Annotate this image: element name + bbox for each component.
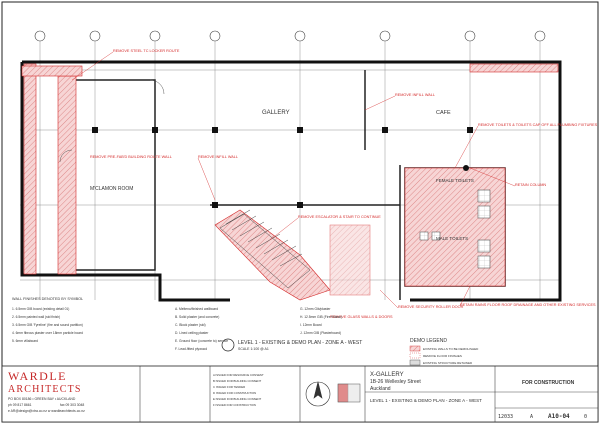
revision-item: F ISSUED FOR CONSTRUCTION <box>213 403 256 407</box>
wall-legend-item: I. 12mm Board <box>300 323 322 327</box>
demo-legend-item: EXISTING STRUCTURE RETAINED <box>423 361 473 365</box>
room-label-male-toilets: MALE TOILETS <box>436 236 468 241</box>
sheet-info: FOR CONSTRUCTION 12033 A A10-04 0 <box>498 380 587 420</box>
demolition-notes: REMOVE STEEL TC LOCKER ROUTE REMOVE INFI… <box>90 49 598 319</box>
wall-legend-item: J. 12mm GIB (Plasterboard) <box>300 331 341 335</box>
firm-logo: WARDLE ARCHITECTS <box>8 369 82 395</box>
room-labels: GALLERY CAFE M'CLAMON ROOM FEMALE TOILET… <box>90 110 474 241</box>
note-remove-locker-route: REMOVE STEEL TC LOCKER ROUTE <box>113 49 180 53</box>
firm-address: PO BOX 80186 • GREEN BAY • AUCKLAND <box>8 397 76 401</box>
revision-item: A ISSUED FOR RESOURCE CONSENT <box>213 373 264 377</box>
north-arrow-icon <box>305 381 331 407</box>
revision-item: D ISSUED FOR CONSTRUCTION <box>213 391 256 395</box>
wall-legend-item: E. Ground floor (concrete to) service <box>175 339 228 343</box>
wall-legend-item: B. Solid plaster (and concrete) <box>175 315 219 319</box>
demo-legend-item: REMOVE FLOOR FINISHES <box>423 354 462 358</box>
wall-legend: WALL FINISHES DENOTED BY SYMBOL 1. 6.5mm… <box>12 297 342 351</box>
wall-legend-item: 4. 6mm fibrous plaster over 18mm particl… <box>12 331 83 335</box>
wall-legend-item: H. 12.5mm GIB (Fire+Noise) <box>300 315 342 319</box>
room-label-female-toilets: FEMALE TOILETS <box>436 178 474 183</box>
wall-legend-item: D. Lined ceiling plaster <box>175 331 209 335</box>
revision-item: C ISSUED FOR TENDER <box>213 385 245 389</box>
note-remove-glass-walls: REMOVE GLASS WALLS & DOORS <box>330 315 393 319</box>
note-leaders <box>71 51 516 309</box>
project-city: Auckland <box>370 386 391 392</box>
room-label-cafe: CAFE <box>436 110 451 116</box>
project-name: X-GALLERY <box>370 372 404 378</box>
sheet-number: A10-04 <box>548 413 570 420</box>
room-label-mclamon: M'CLAMON ROOM <box>90 186 133 192</box>
firm-contact: PO BOX 80186 • GREEN BAY • AUCKLAND ph 0… <box>8 397 85 413</box>
revision-item: E ISSUED FOR BUILDING CONSENT <box>213 397 261 401</box>
level-label: LEVEL 1 - EXISTING & DEMO PLAN - ZONE A … <box>221 338 362 352</box>
sheet-size: A <box>530 414 533 420</box>
toilet-cubicles <box>419 189 491 269</box>
level-title: LEVEL 1 - EXISTING & DEMO PLAN - ZONE A … <box>238 340 362 346</box>
note-retain-column: RETAIN COLUMN <box>515 183 546 187</box>
note-remove-infill-wall-1: REMOVE INFILL WALL <box>395 93 435 97</box>
firm-name-bottom: ARCHITECTS <box>8 384 82 395</box>
note-remove-infill-wall-2: REMOVE INFILL WALL <box>198 155 238 159</box>
firm-name-top: WARDLE <box>8 369 67 383</box>
wall-legend-item: 2. 6.5mm painted wall (std finish) <box>12 315 60 319</box>
note-remove-toilets: REMOVE TOILETS & TOILETS CAP OFF ALL PLU… <box>478 123 598 127</box>
columns <box>92 127 473 208</box>
revision-schedule: A ISSUED FOR RESOURCE CONSENT B ISSUED F… <box>213 373 264 407</box>
wall-legend-heading: WALL FINISHES DENOTED BY SYMBOL <box>12 297 83 301</box>
wall-legend-item: G. 12mm Gib/plaster <box>300 307 331 311</box>
door-swings <box>59 79 165 163</box>
revision-number: 0 <box>584 414 587 420</box>
note-retain-drainage: RETAIN RAINS FLOOR ROOF DRAINAGE AND OTH… <box>460 303 596 307</box>
drawing-title: LEVEL 1 - EXISTING & DEMO PLAN - ZONE A … <box>370 398 482 403</box>
note-remove-escalator: REMOVE ESCALATOR & STAIR TO CONTINUE <box>298 215 381 219</box>
note-remove-prefab-wall: REMOVE PRE-FAB'D BUILDING ROUTE WALL <box>90 155 172 159</box>
note-remove-roller-door: REMOVE SECURITY ROLLER DOOR <box>398 305 464 309</box>
demo-legend-heading: DEMO LEGEND <box>410 338 447 344</box>
revision-item: B ISSUED FOR BUILDING CONSENT <box>213 379 261 383</box>
wall-legend-item: 5. 6mm villaboard <box>12 339 38 343</box>
wall-legend-item: 1. 6.5mm GIB board (existing detail 01) <box>12 307 69 311</box>
stair <box>219 209 311 289</box>
wall-legend-item: F. Lead-fitted plywood <box>175 347 207 351</box>
firm-fax: fax 09 303 3048 <box>60 403 84 407</box>
firm-phone: ph 09 817 8661 <box>8 403 32 407</box>
job-number: 12033 <box>498 414 513 420</box>
key-plan <box>337 383 361 403</box>
demo-zones <box>21 63 559 301</box>
demo-legend-item: EXISTING WALLS TO BE DEMOLISHED <box>423 347 479 351</box>
wall-legend-item: A. Melteno/finished wallboard <box>175 307 218 311</box>
drawing-status: FOR CONSTRUCTION <box>522 380 575 386</box>
demo-legend: DEMO LEGEND EXISTING WALLS TO BE DEMOLIS… <box>409 338 479 366</box>
grid-bubbles <box>34 30 546 42</box>
room-label-gallery: GALLERY <box>262 110 290 116</box>
exterior-walls <box>20 60 562 302</box>
firm-email: e AR@design@xtra.co.nz w wardlearchitect… <box>8 409 85 413</box>
wall-legend-item: 3. 6.5mm GIB 'Fyreline' (fire and sound … <box>12 323 83 327</box>
title-block <box>1 365 599 423</box>
level-scale: SCALE 1:100 @ A1 <box>238 347 269 351</box>
project-address: 1B-26 Wellesley Street <box>370 379 421 385</box>
wall-legend-item: C. Block plaster (std) <box>175 323 206 327</box>
project-info: X-GALLERY 1B-26 Wellesley Street Aucklan… <box>370 372 482 403</box>
